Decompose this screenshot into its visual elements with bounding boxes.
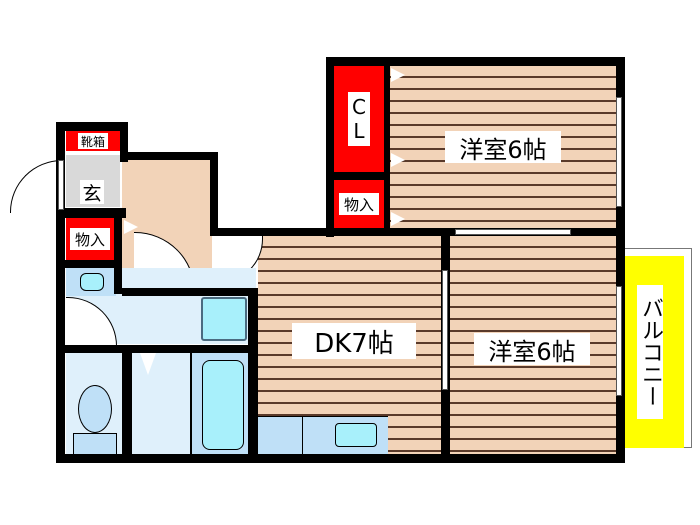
window[interactable] [616,97,622,207]
wall [190,345,192,455]
balcony-label: バルコニー [637,285,663,419]
wall [248,288,258,454]
washing-machine-icon [201,297,247,341]
wall [384,66,390,236]
balcony-label-text: バルコニー [638,297,663,407]
changing-door-marker [140,353,156,375]
room-label-dk: DK7帖 [292,323,416,359]
sink-icon [80,273,104,291]
wall [122,288,256,296]
closet-label: CL [347,92,371,146]
closet-door-marker [391,68,405,82]
wall [122,345,132,457]
storage-door-marker [124,220,138,234]
wall [56,208,126,218]
storage-label-top: 物入 [339,193,379,215]
wall [56,260,122,268]
shoe-box-label: 靴箱 [78,133,108,149]
kitchen-sink-icon [335,423,377,447]
wall [56,122,65,462]
wall [114,208,122,294]
kitchen-divider [302,416,303,454]
wall [120,152,218,160]
wall [56,122,128,131]
wall [212,228,624,236]
closet-label-text: CL [347,95,371,143]
sliding-door[interactable] [442,270,448,390]
wall [616,57,625,463]
wall [326,57,334,237]
closet-door-marker [391,153,405,167]
toilet-bowl-icon [78,385,112,433]
entrance-label: 玄 [80,180,104,205]
wall [56,454,624,463]
toilet-tank-icon [73,433,117,455]
room-label-western-bottom: 洋室6帖 [474,333,590,366]
storage-label-left: 物入 [70,228,110,250]
bathtub-icon [202,360,244,450]
wall [326,57,624,66]
storage-door-marker [391,212,405,226]
wall [334,172,390,180]
window[interactable] [616,286,622,396]
wall [120,122,128,162]
wall [56,345,256,353]
entrance-door[interactable] [58,160,64,210]
wall [210,152,218,236]
room-label-western-top: 洋室6帖 [445,131,561,164]
sliding-door[interactable] [455,229,571,235]
